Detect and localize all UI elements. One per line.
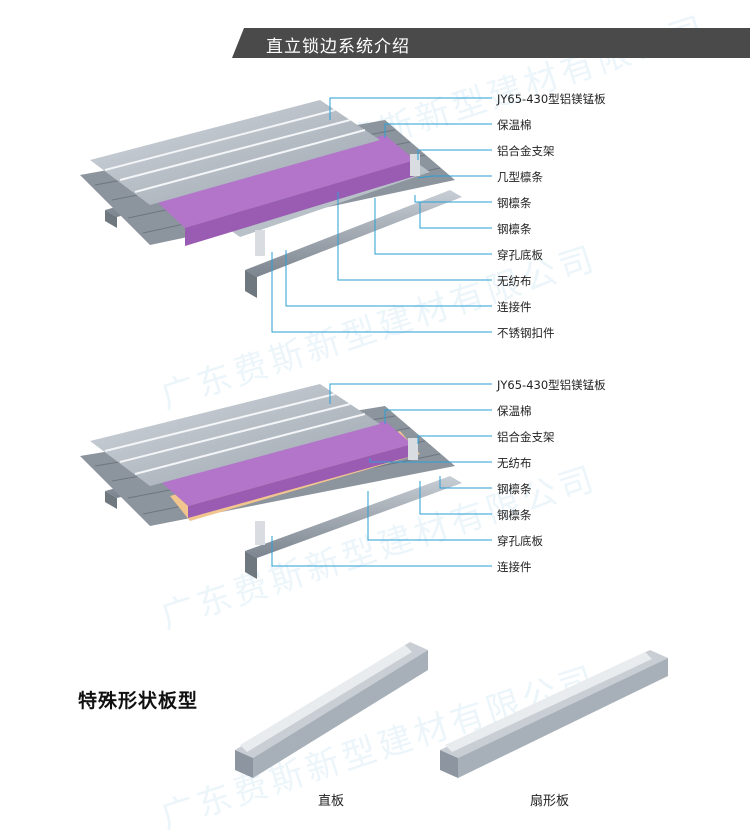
component-label: 钢檩条 bbox=[497, 482, 532, 496]
component-label: 无纺布 bbox=[497, 274, 532, 288]
roof-illustration-1 bbox=[80, 97, 492, 333]
component-label: 无纺布 bbox=[497, 456, 532, 470]
component-label: 保温棉 bbox=[497, 404, 532, 418]
section-title: 特殊形状板型 bbox=[78, 690, 199, 712]
roof-illustration-2 bbox=[80, 383, 492, 579]
page-title: 直立锁边系统介绍 bbox=[266, 37, 410, 57]
fan-panel-image bbox=[440, 650, 668, 778]
component-label: 几型檩条 bbox=[497, 170, 543, 184]
panel-caption: 直板 bbox=[318, 794, 345, 809]
component-label: 钢檩条 bbox=[497, 222, 532, 236]
component-label: 连接件 bbox=[497, 300, 532, 314]
header-bar bbox=[232, 28, 750, 58]
component-label: 连接件 bbox=[497, 560, 532, 574]
panel-caption: 扇形板 bbox=[530, 794, 570, 809]
component-label: 钢檩条 bbox=[497, 196, 532, 210]
component-label: 穿孔底板 bbox=[497, 248, 543, 262]
roof-diagram-2: JY65-430型铝镁锰板 保温棉 铝合金支架 无纺布 钢檩条 钢檩条 穿孔底板… bbox=[0, 366, 750, 586]
straight-panel-image bbox=[235, 642, 428, 778]
section-header: 直立锁边系统介绍 bbox=[232, 28, 750, 58]
panel-illustrations bbox=[235, 642, 668, 778]
component-label: 保温棉 bbox=[497, 118, 532, 132]
component-label: JY65-430型铝镁锰板 bbox=[497, 92, 606, 106]
component-label: 穿孔底板 bbox=[497, 534, 543, 548]
component-label: 钢檩条 bbox=[497, 508, 532, 522]
component-label: JY65-430型铝镁锰板 bbox=[497, 378, 606, 392]
component-label: 铝合金支架 bbox=[497, 144, 555, 158]
component-label: 不锈钢扣件 bbox=[497, 326, 555, 340]
roof-diagram-1: JY65-430型铝镁锰板 保温棉 铝合金支架 几型檩条 钢檩条 钢檩条 穿孔底… bbox=[0, 80, 750, 350]
component-label: 铝合金支架 bbox=[497, 430, 555, 444]
